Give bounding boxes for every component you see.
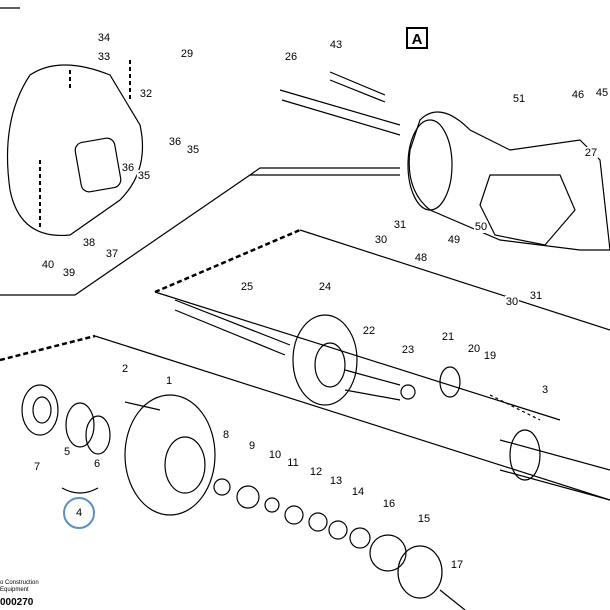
part-label: 35	[185, 144, 201, 156]
gear-21	[439, 366, 461, 398]
axle-shaft-26	[279, 89, 401, 136]
housing-window	[479, 174, 576, 246]
ring-6	[85, 415, 111, 455]
washer-8	[213, 478, 231, 496]
part-label: 6	[92, 458, 102, 470]
part-label: 5	[62, 446, 72, 458]
cover-15	[397, 545, 443, 599]
seal-5	[65, 402, 95, 448]
inset-dashed	[39, 60, 131, 230]
circlip-14	[349, 527, 371, 549]
flange-plate	[407, 119, 453, 211]
drawing-code: 000270	[0, 597, 34, 608]
part-label: 51	[511, 93, 527, 105]
part-label: 21	[440, 331, 456, 343]
part-label: 23	[400, 344, 416, 356]
planet-carrier-24	[292, 314, 358, 406]
part-label: 49	[446, 234, 462, 246]
inset-housing	[6, 64, 144, 237]
part-label: 45	[594, 87, 610, 99]
part-label: 46	[570, 89, 586, 101]
axle-3	[499, 439, 610, 501]
frame-line-low	[94, 335, 610, 501]
part-label: 15	[416, 513, 432, 525]
part-label: 17	[449, 559, 465, 571]
washer-23	[400, 384, 416, 400]
part-label: 39	[61, 267, 77, 279]
part-label: 20	[466, 343, 482, 355]
part-label: 1	[164, 375, 174, 387]
nut-9	[236, 485, 260, 509]
part-label: 38	[81, 237, 97, 249]
circled-label-4[interactable]: 4	[63, 497, 95, 529]
part-label: 27	[583, 147, 599, 159]
part-label: 19	[482, 350, 498, 362]
bolt-2	[124, 401, 161, 411]
pin-43	[329, 71, 386, 103]
part-label: 50	[473, 221, 489, 233]
inset-window	[74, 137, 122, 193]
company-line-1: o Construction	[0, 580, 39, 586]
part-13	[328, 520, 348, 540]
part-label: 30	[373, 234, 389, 246]
washer-10	[264, 497, 280, 513]
part-label: 7	[32, 461, 42, 473]
sun-gear-22	[344, 369, 401, 401]
part-label: 31	[528, 290, 544, 302]
dashed-3	[489, 394, 541, 421]
inset-frame	[0, 7, 400, 296]
part-label: 40	[40, 259, 56, 271]
part-label: 22	[361, 325, 377, 337]
part-label: 13	[328, 475, 344, 487]
part-label: 16	[381, 498, 397, 510]
part-label: 24	[317, 281, 333, 293]
bearing-7	[21, 384, 59, 436]
part-label: 9	[247, 440, 257, 452]
part-label: 29	[179, 48, 195, 60]
bolt-17	[439, 589, 466, 610]
part-label: 32	[138, 88, 154, 100]
part-label: 35	[136, 170, 152, 182]
frame-line-mid	[154, 229, 610, 421]
dashed-frame-low	[0, 334, 96, 362]
part-label: 36	[120, 162, 136, 174]
part-12	[308, 512, 328, 532]
company-line-2: Equipment	[0, 587, 29, 593]
part-label: 37	[104, 248, 120, 260]
part-label: 36	[167, 136, 183, 148]
part-label: 31	[392, 219, 408, 231]
part-label: 43	[328, 39, 344, 51]
part-label: 8	[221, 429, 231, 441]
bearing-11	[284, 505, 304, 525]
part-label: 2	[120, 363, 130, 375]
part-label: 11	[286, 457, 300, 469]
hub-1	[124, 394, 216, 516]
axle-housing	[408, 111, 610, 251]
part-label: 30	[504, 296, 520, 308]
inset-border	[249, 167, 400, 176]
part-label: 25	[239, 281, 255, 293]
part-label: 3	[540, 384, 550, 396]
part-label: 48	[413, 252, 429, 264]
bracket-4	[61, 487, 99, 494]
part-label: 12	[308, 466, 324, 478]
shaft-25	[174, 299, 291, 356]
dashed-frame-mid	[154, 228, 301, 294]
part-label: 14	[350, 486, 366, 498]
part-label: 26	[283, 51, 299, 63]
part-label: 10	[267, 449, 283, 461]
callout-box-a: A	[406, 27, 428, 49]
part-label: 34	[96, 32, 112, 44]
part-label: 33	[96, 51, 112, 63]
o-ring-16	[369, 534, 407, 572]
